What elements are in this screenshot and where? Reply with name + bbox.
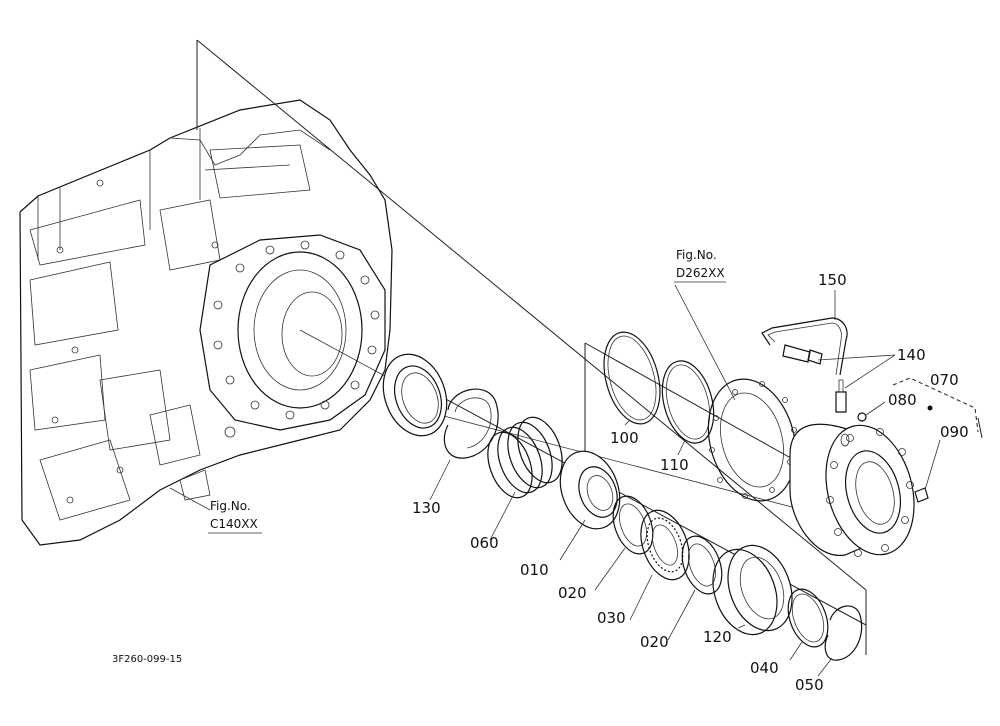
- label-part-110: 110: [660, 456, 689, 474]
- label-part-030: 030: [597, 609, 626, 627]
- label-part-150: 150: [818, 271, 847, 289]
- label-part-080: 080: [888, 391, 917, 409]
- part-060-spring: [487, 416, 563, 499]
- transmission-case: [19, 99, 393, 546]
- fig-ref-c140xx-title: Fig.No.: [210, 499, 251, 513]
- part-120-piston: [712, 544, 793, 636]
- fig-ref-d262xx[interactable]: Fig.No. D262XX: [674, 248, 726, 283]
- part-010-hub: [559, 450, 621, 530]
- part-150-pipe: [761, 317, 848, 376]
- fig-ref-c140xx-code: C140XX: [210, 517, 258, 531]
- part-030-thrust-bearing: [640, 509, 690, 581]
- part-140-fittings: [782, 344, 847, 413]
- label-part-070: 070: [930, 371, 959, 389]
- fig-ref-c140xx[interactable]: Fig.No. C140XX: [208, 499, 262, 534]
- label-part-050: 050: [795, 676, 824, 694]
- part-050-snap-ring: [824, 605, 863, 661]
- label-part-060: 060: [470, 534, 499, 552]
- label-part-120: 120: [703, 628, 732, 646]
- part-snap-ring: [443, 388, 499, 459]
- group-bracket-070: [892, 377, 983, 439]
- label-part-020-b: 020: [640, 633, 669, 651]
- part-090-plug: [914, 405, 933, 503]
- part-100-o-ring: [603, 331, 661, 425]
- label-part-040: 040: [750, 659, 779, 677]
- callout-leaders: [169, 284, 941, 677]
- label-part-100: 100: [610, 429, 639, 447]
- label-part-130: 130: [412, 499, 441, 517]
- fig-ref-d262xx-code: D262XX: [676, 266, 725, 280]
- label-part-140: 140: [897, 346, 926, 364]
- part-130-oil-seal: [382, 353, 448, 437]
- fig-ref-d262xx-title: Fig.No.: [676, 248, 717, 262]
- label-part-090: 090: [940, 423, 969, 441]
- part-070-cylinder-housing: [789, 423, 915, 557]
- part-020-washer-b: [681, 535, 723, 595]
- part-080-steel-ball: [857, 412, 867, 422]
- part-020-washer-a: [612, 495, 654, 555]
- part-gasket: [707, 378, 797, 502]
- label-part-010: 010: [520, 561, 549, 579]
- part-110-o-ring: [661, 360, 715, 444]
- drawing-code: 3F260-099-15: [112, 654, 182, 665]
- label-part-020-a: 020: [558, 584, 587, 602]
- part-040-ring: [787, 588, 829, 648]
